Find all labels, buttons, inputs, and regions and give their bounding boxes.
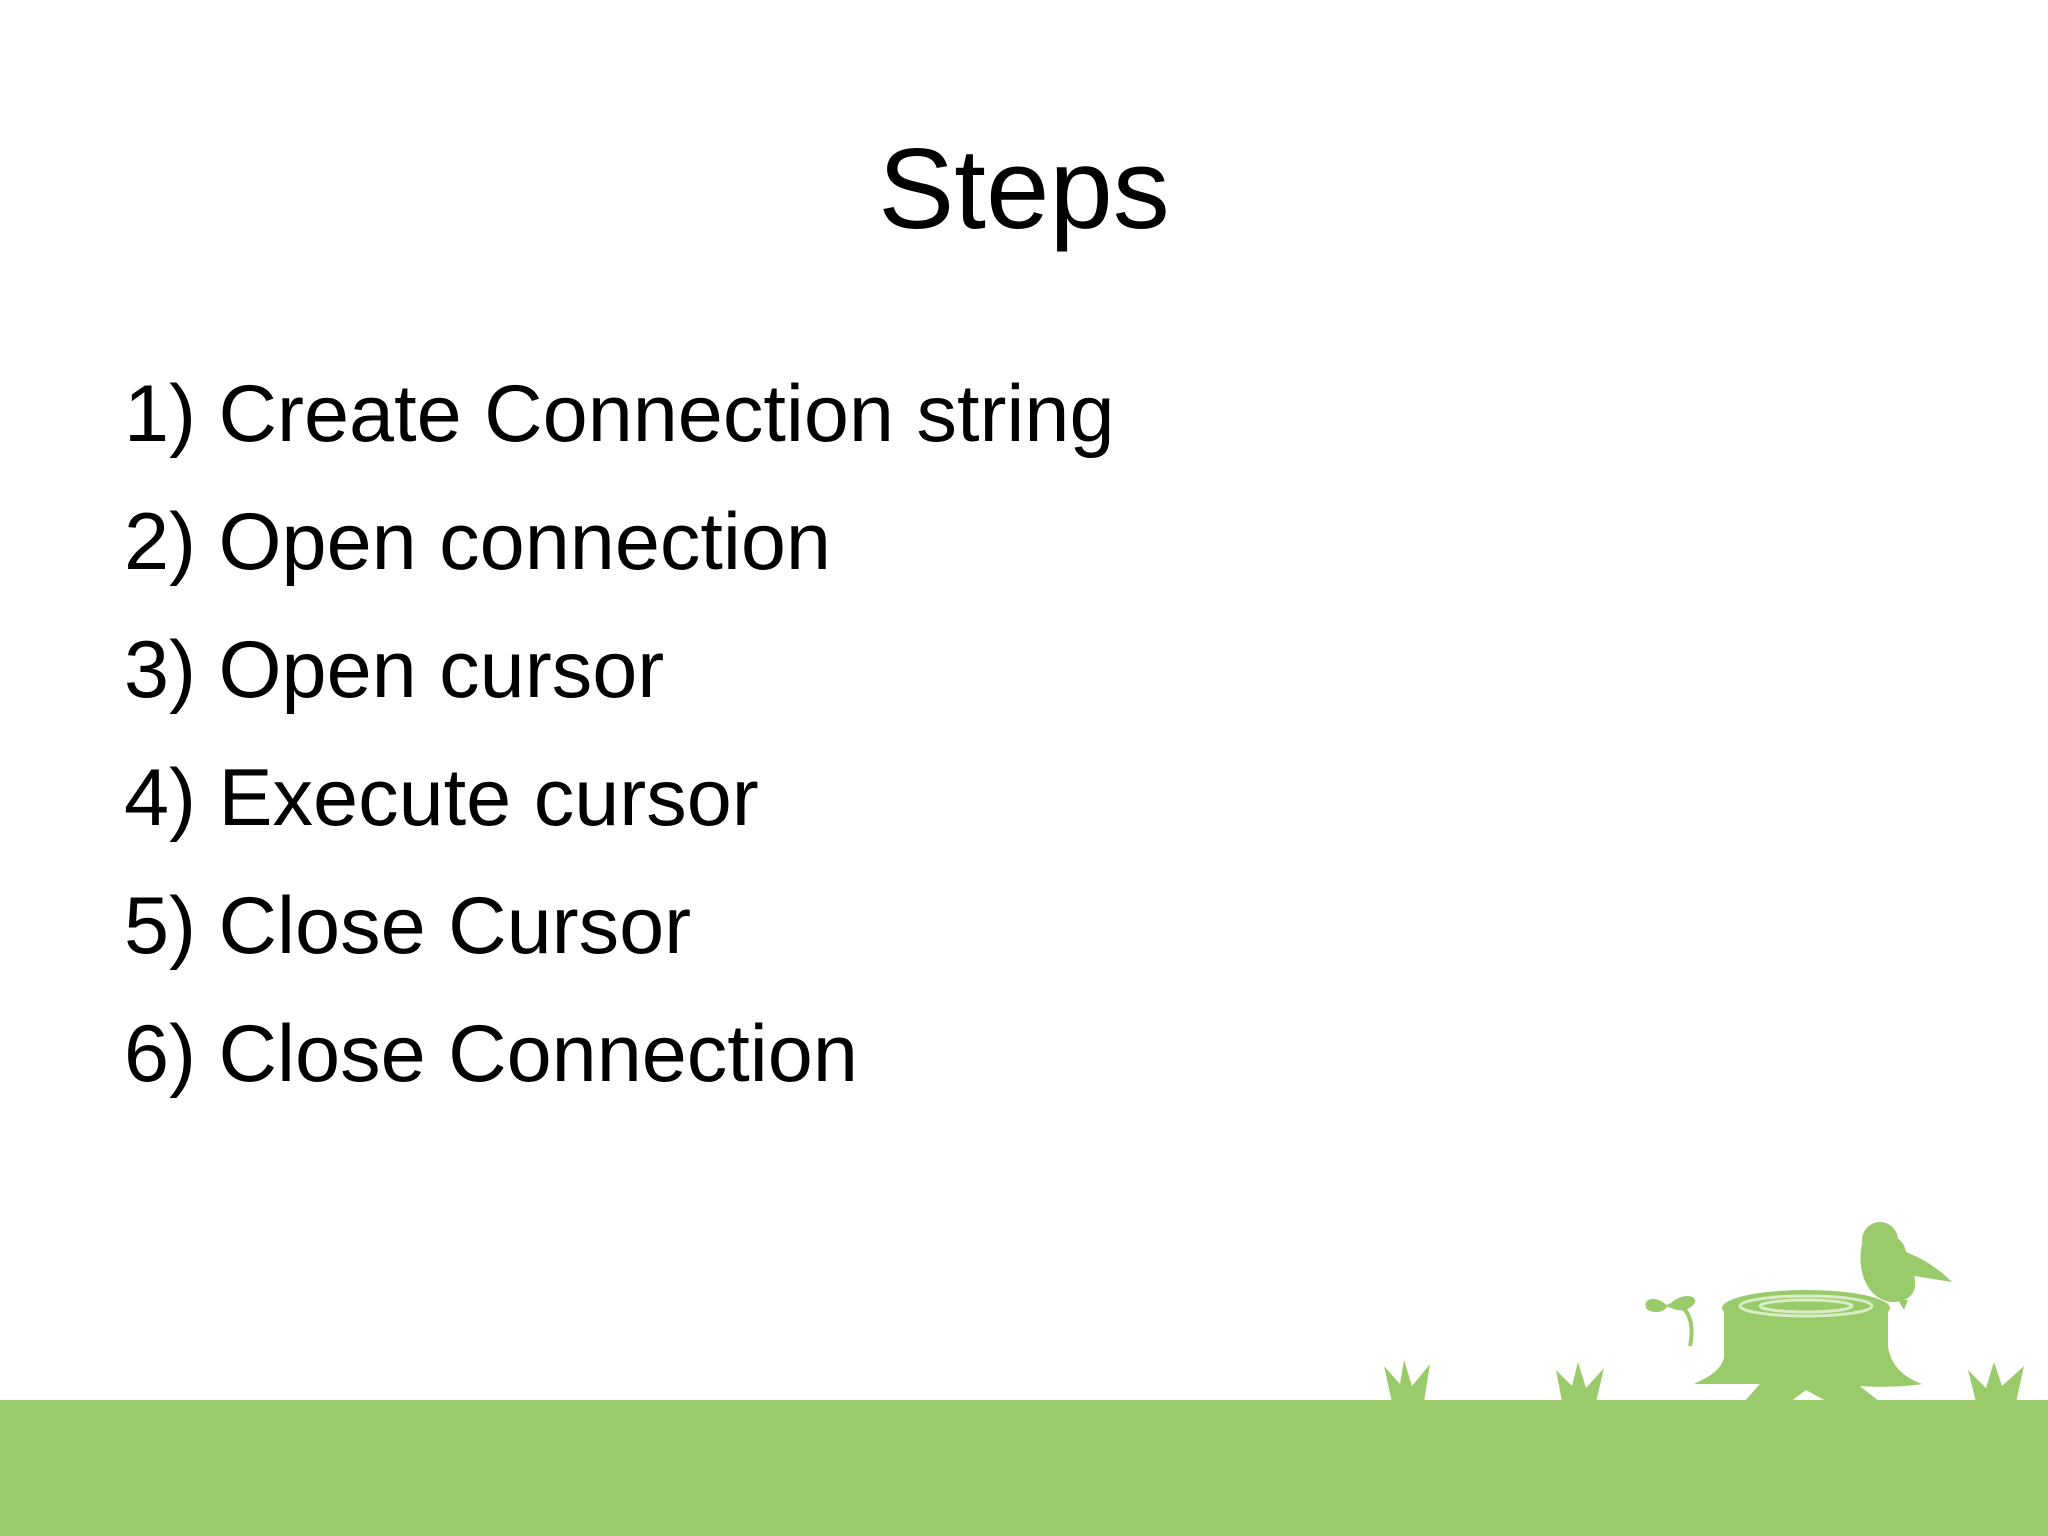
- step-item: 5) Close Cursor: [124, 881, 692, 971]
- ground-band: [0, 1400, 2048, 1536]
- grass-tuft-icon: [1968, 1362, 2024, 1402]
- bird-icon: [1860, 1222, 1952, 1310]
- grass-tuft-icon: [1384, 1360, 1430, 1402]
- step-item: 3) Open cursor: [124, 625, 665, 715]
- step-item: 1) Create Connection string: [124, 369, 1115, 459]
- slide-title: Steps: [878, 126, 1170, 253]
- steps-list: 1) Create Connection string 2) Open conn…: [124, 350, 1115, 1118]
- grass-tuft-icon: [1556, 1362, 1604, 1402]
- tree-stump-icon: [1694, 1290, 1922, 1402]
- step-item: 4) Execute cursor: [124, 753, 759, 843]
- step-item: 6) Close Connection: [124, 1009, 858, 1099]
- step-item: 2) Open connection: [124, 497, 831, 587]
- sprout-icon: [1645, 1295, 1696, 1347]
